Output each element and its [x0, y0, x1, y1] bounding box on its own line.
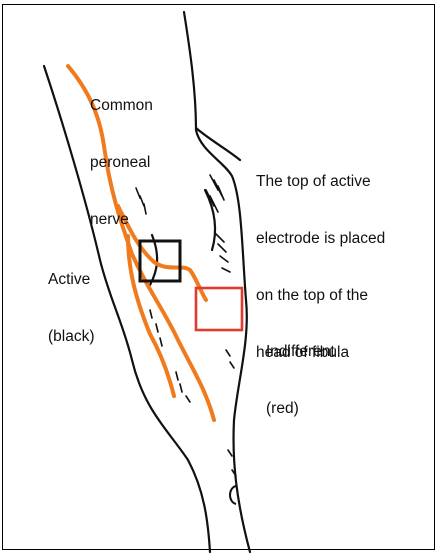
label-active-black: Active (black): [48, 232, 95, 365]
ankle-mark: [230, 486, 236, 504]
label-indifferent-red: Indifferent (red): [266, 304, 335, 437]
label-common-peroneal-nerve: Common peroneal nerve: [90, 58, 153, 248]
